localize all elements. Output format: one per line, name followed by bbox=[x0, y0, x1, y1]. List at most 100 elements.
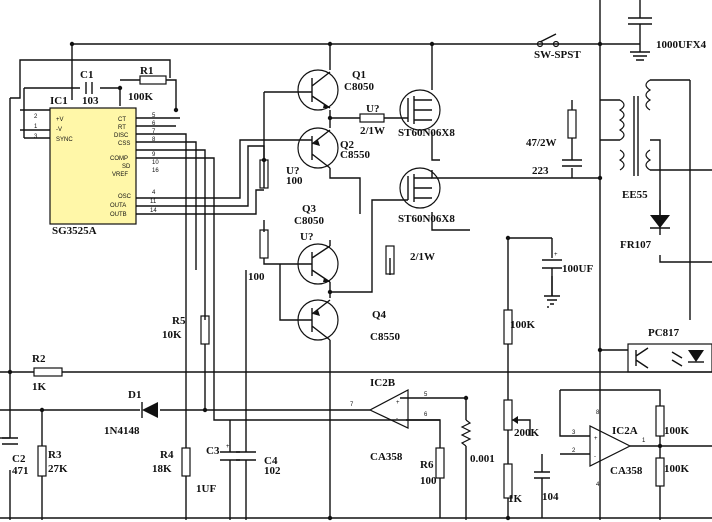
resistor-r2: R2 1K bbox=[32, 353, 63, 393]
r5-value: 10K bbox=[162, 329, 182, 341]
resistor-100: 100 bbox=[248, 229, 269, 283]
diode-fr107: FR107 bbox=[620, 200, 670, 251]
ic1-pin-num: 1 bbox=[34, 124, 38, 130]
resistor-u-left: U? 100 bbox=[259, 159, 303, 189]
ic2b-ref: IC2B bbox=[370, 377, 396, 389]
ic1-pin-num: 10 bbox=[152, 160, 159, 166]
capacitor-c4: C4 102 bbox=[236, 451, 281, 477]
shunt-label: 0.001 bbox=[470, 453, 495, 465]
r-100k-mid-label: 100K bbox=[510, 319, 536, 331]
r3-ref: R3 bbox=[48, 449, 62, 461]
resistor-1k: 1K bbox=[503, 463, 523, 505]
capacitor-100uf: + 100UF bbox=[542, 252, 593, 305]
ic1-body bbox=[49, 107, 137, 225]
ic1-pin-num: 5 bbox=[152, 113, 156, 119]
c4-value: 102 bbox=[264, 465, 281, 477]
svg-text:+: + bbox=[396, 400, 400, 406]
resistor-u-mid: U? 2/1W bbox=[300, 231, 435, 275]
transistor-q3: Q3 C8050 bbox=[294, 203, 339, 285]
capacitor-c3: + C3 1UF bbox=[196, 444, 240, 495]
ic1-pin-num: 6 bbox=[152, 121, 156, 127]
r2-ref: R2 bbox=[32, 353, 46, 365]
transistor-q4: Q4 C8550 bbox=[297, 299, 400, 343]
ic1-pin-num: 11 bbox=[150, 199, 157, 205]
ic2a-ref: IC2A bbox=[612, 425, 638, 437]
c1-value: 103 bbox=[82, 95, 99, 107]
resistor-u-top: U? 2/1W bbox=[359, 103, 385, 137]
r-100-label: 100 bbox=[248, 271, 265, 283]
c-104-label: 104 bbox=[542, 491, 559, 503]
ic2a-pin-gnd: 4 bbox=[596, 482, 600, 488]
r-1k-label: 1K bbox=[508, 493, 523, 505]
optocoupler-pc817: PC817 bbox=[627, 327, 712, 373]
c1-ref: C1 bbox=[80, 69, 93, 81]
r1-value: 100K bbox=[128, 91, 154, 103]
ic1-pin-num: 9 bbox=[152, 152, 156, 158]
resistor-r1: R1 100K bbox=[128, 65, 167, 103]
junction-dots bbox=[7, 41, 663, 521]
ic2a-pin-out: 1 bbox=[642, 438, 646, 444]
r-100k-a-label: 100K bbox=[664, 425, 690, 437]
u-left-value: 100 bbox=[286, 175, 303, 187]
resistor-100k-a: 100K bbox=[655, 405, 690, 437]
r3-value: 27K bbox=[48, 463, 68, 475]
ic2b-part: CA358 bbox=[370, 451, 403, 463]
q4-part: C8550 bbox=[370, 331, 400, 343]
ic1-pin-name: OUTB bbox=[110, 212, 127, 218]
resistor-shunt: 0.001 bbox=[460, 419, 495, 465]
plus-sign: + bbox=[554, 252, 558, 258]
ic1-sg3525a: IC1 SG3525A 2 +V 1 -V 3 SYNC CT 5 RT 6 D… bbox=[34, 95, 159, 237]
ic1-pin-name: COMP bbox=[110, 156, 128, 162]
q1-part: C8050 bbox=[344, 81, 374, 93]
svg-text:-: - bbox=[396, 416, 398, 422]
ic1-pin-num: 16 bbox=[152, 168, 159, 174]
svg-text:-: - bbox=[594, 454, 596, 460]
ic2a-pin-vcc: 8 bbox=[596, 410, 600, 416]
capacitor-c2: C2 471 bbox=[2, 437, 29, 477]
capacitor-104: 104 bbox=[534, 471, 559, 518]
ic1-pin-name: CSS bbox=[118, 141, 130, 147]
ic2a-pin-n: 2 bbox=[572, 448, 576, 454]
d1-part: 1N4148 bbox=[104, 425, 140, 437]
mosfet-1: ST60N06X8 bbox=[398, 89, 455, 139]
mosfet1-part: ST60N06X8 bbox=[398, 127, 455, 139]
r2-value: 1K bbox=[32, 381, 47, 393]
ic2b-pin-p: 5 bbox=[424, 392, 428, 398]
r4-value: 18K bbox=[152, 463, 172, 475]
q2-ref: Q2 bbox=[340, 139, 355, 151]
transformer-ee55: EE55 bbox=[618, 79, 652, 201]
u-top-ref: U? bbox=[366, 103, 379, 115]
diode-fr-label: FR107 bbox=[620, 239, 652, 251]
opto-label: PC817 bbox=[648, 327, 680, 339]
r1-ref: R1 bbox=[140, 65, 153, 77]
ic1-pin-name: SD bbox=[122, 164, 131, 170]
resistor-r6: R6 100 bbox=[420, 447, 445, 518]
c-223-label: 223 bbox=[532, 165, 549, 177]
ic1-pin-name: DISC bbox=[114, 133, 129, 139]
svg-text:+: + bbox=[594, 436, 598, 442]
ic1-pin-num: 14 bbox=[150, 208, 157, 214]
cap-100uf-label: 100UF bbox=[562, 263, 593, 275]
r6-ref: R6 bbox=[420, 459, 434, 471]
q2-part: C8550 bbox=[340, 149, 370, 161]
switch-sw-spst: SW-SPST bbox=[534, 33, 581, 61]
r4-ref: R4 bbox=[160, 449, 174, 461]
ic1-pin-name: CT bbox=[118, 117, 126, 123]
ic1-ref: IC1 bbox=[50, 95, 68, 107]
ic1-pin-name: VREF bbox=[112, 172, 128, 178]
resistor-47-2w: 47/2W bbox=[526, 109, 577, 149]
capacitor-c1: C1 103 bbox=[80, 69, 99, 107]
capacitor-223: 223 bbox=[532, 159, 582, 177]
ic2b-pin-out: 7 bbox=[350, 402, 354, 408]
d1-ref: D1 bbox=[128, 389, 141, 401]
c2-ref: C2 bbox=[12, 453, 26, 465]
ic1-pin-num: 3 bbox=[34, 134, 38, 140]
ic1-pin-num: 2 bbox=[34, 114, 38, 120]
opamp-ic2b: + - IC2B CA358 7 5 6 bbox=[350, 377, 428, 463]
opamp-ic2a: + - IC2A CA358 3 2 1 8 4 bbox=[572, 410, 646, 488]
ic1-pin-name: OUTA bbox=[110, 203, 126, 209]
ic1-pin-name: +V bbox=[56, 117, 64, 123]
cap-big-label: 1000UFX4 bbox=[656, 39, 707, 51]
transistor-q1: Q1 C8050 bbox=[297, 69, 374, 111]
